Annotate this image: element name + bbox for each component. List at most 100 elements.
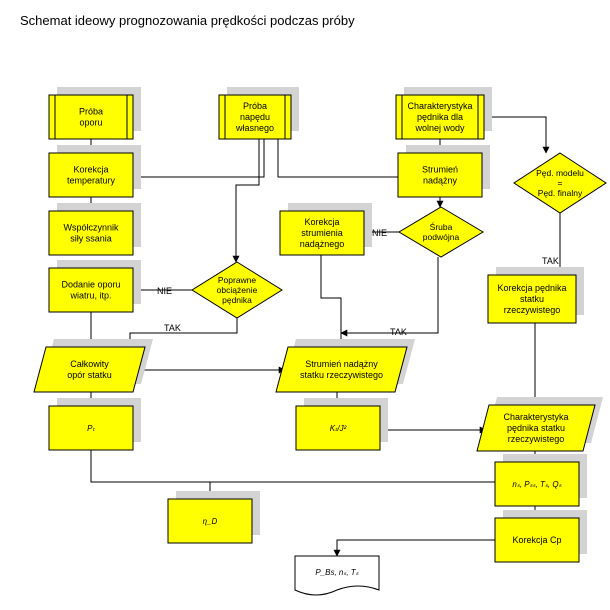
node-label: Współczynnik [63, 223, 119, 233]
node-label: P_Bs, nₛ, Tₛ [315, 568, 359, 577]
node-label: własnego [235, 123, 274, 133]
node-label: Korekcja [304, 217, 339, 227]
node-label: pędnika [222, 295, 252, 305]
edge-label-tak-3: TAK [542, 256, 559, 266]
decision-diamond [513, 152, 607, 214]
connector-proba-napedu-to-strumien [277, 139, 398, 178]
ped-modelu-decision: Pęd. modelu=Pęd. finalny [513, 152, 607, 214]
connector-korekcja-strumienia-down [320, 255, 345, 348]
data-parallelogram [33, 346, 146, 393]
node-label: Pęd. modelu [536, 168, 584, 178]
node-label: nadążnego [300, 239, 345, 249]
connector-cp-to-dokument [333, 539, 495, 557]
node-label: Charakterystyka [407, 101, 472, 111]
node-label: Strumień [422, 165, 458, 175]
node-label: pędnika statku [507, 423, 565, 433]
node-label: temperatury [67, 176, 116, 186]
node-label: Korekcja [73, 165, 108, 175]
node-label: rzeczywistego [508, 434, 565, 444]
node-label: nadążny [423, 176, 458, 186]
edge-label-nie-2: NIE [157, 286, 172, 296]
node-label: napędu [240, 112, 270, 122]
node-label: statku [520, 294, 544, 304]
decision-diamond [398, 206, 484, 258]
korekcja-cp-node: Korekcja Cp [494, 510, 587, 563]
node-label: wolnej wody [414, 123, 465, 133]
node-label: Pₜ [87, 424, 95, 433]
node-box [48, 152, 134, 198]
node-label: Strumień nadążny [305, 359, 378, 369]
node-label: Próba [243, 101, 267, 111]
node-label: statku rzeczywistego [300, 370, 383, 380]
connector-sruba-tak [340, 257, 439, 337]
node-box [395, 94, 485, 140]
node-label: siły ssania [70, 234, 112, 244]
edge-label-nie-1: NIE [372, 228, 387, 238]
edge-label-tak-1: TAK [164, 323, 181, 333]
connector-proba-to-poprawne [232, 139, 260, 263]
node-label: oporu [79, 118, 102, 128]
document-shape [294, 555, 380, 596]
node-label: strumienia [301, 228, 343, 238]
node-label: Pęd. finalny [538, 188, 583, 198]
connector-proba-napedu-to-korekcja [132, 139, 265, 181]
decision-diamond [191, 261, 283, 319]
connector-charakterystyka-to-ped [484, 116, 550, 154]
dokument-wyjsciowy-node: P_Bs, nₛ, Tₛ [294, 555, 380, 596]
node-label: η_D [203, 517, 218, 526]
node-label: podwójna [423, 232, 460, 242]
node-label: Śruba [430, 221, 453, 232]
kt-j2-node: Kₜ/J² [295, 398, 388, 451]
node-box [218, 94, 292, 140]
node-box [48, 94, 134, 140]
node-box [487, 274, 577, 324]
node-box [167, 498, 253, 544]
node-label: Kₜ/J² [330, 424, 347, 433]
node-label: rzeczywistego [504, 305, 561, 315]
node-box [494, 461, 580, 507]
node-label: Korekcja Cp [512, 535, 561, 545]
node-box [48, 210, 134, 256]
diagram-title: Schemat ideowy prognozowania prędkości p… [20, 13, 355, 28]
node-label: Całkowity [70, 359, 109, 369]
connector-pt-to-wyniki [90, 450, 495, 483]
node-label: Próba [79, 107, 103, 117]
node-label: obciążenie [217, 285, 258, 295]
node-label: Charakterystyka [503, 412, 568, 422]
node-label: = [558, 178, 563, 188]
node-box [48, 405, 134, 451]
data-parallelogram [476, 404, 596, 452]
connectors: NIE NIE TAK TAK TAK [87, 116, 564, 557]
edge-label-tak-2: TAK [390, 327, 407, 337]
node-box [494, 517, 580, 563]
node-box [397, 152, 483, 198]
node-box [279, 210, 365, 256]
shapes: PróbaoporuPróbanapęduwłasnegoCharakterys… [33, 87, 607, 596]
node-label: Poprawne [218, 275, 257, 285]
node-label: pędnika dla [417, 112, 463, 122]
node-label: nₛ, Pₛₛ, Tₛ, Qₛ [512, 480, 562, 489]
node-box [48, 267, 134, 313]
node-label: wiatru, itp. [69, 291, 111, 301]
node-label: Korekcja pędnika [497, 283, 566, 293]
node-box [295, 405, 381, 451]
node-label: Dodanie oporu [61, 280, 120, 290]
wyniki-node: nₛ, Pₛₛ, Tₛ, Qₛ [494, 454, 587, 507]
eta-d-node: η_D [167, 491, 260, 544]
